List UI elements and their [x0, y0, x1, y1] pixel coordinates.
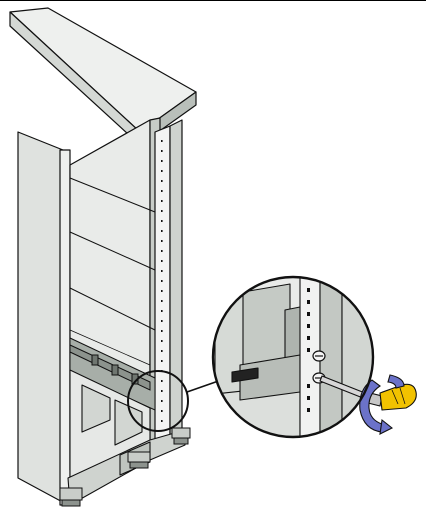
- cabinet-floor: [67, 369, 186, 506]
- interior-panel-lines: [69, 177, 156, 366]
- detail-circle-small: [127, 370, 189, 432]
- cabinet-top: [9, 7, 197, 146]
- cabinet-feet: [59, 427, 191, 507]
- magnified-detail: [211, 275, 417, 439]
- slide-rail: [69, 337, 156, 411]
- rail-holes: [161, 140, 163, 422]
- top-border-line: [0, 0, 426, 1]
- screwdriver-icon: [319, 375, 417, 411]
